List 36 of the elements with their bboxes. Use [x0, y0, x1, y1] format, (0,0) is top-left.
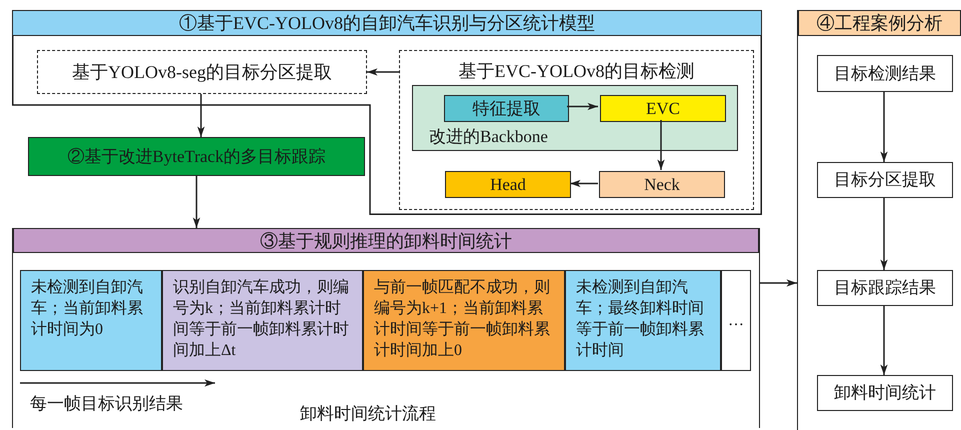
panel: [12, 228, 760, 428]
table-cell: 未检测到自卸汽车；当前卸料累计时间为0: [20, 270, 162, 371]
arrow: [570, 180, 598, 188]
table-cell: …: [721, 270, 751, 371]
arrow: [760, 279, 797, 287]
process-box: Neck: [599, 171, 725, 198]
panel-title: ①基于EVC-YOLOv8的自卸汽车识别与分区统计模型: [12, 10, 762, 36]
process-box: EVC: [600, 95, 726, 122]
arrow: [880, 306, 888, 375]
process-box: 目标分区提取: [817, 162, 953, 198]
group-title: 改进的Backbone: [429, 126, 548, 148]
process-box: Head: [445, 171, 571, 198]
arrow: [567, 102, 598, 110]
process-box: 目标跟踪结果: [817, 270, 953, 306]
arrow: [367, 68, 399, 76]
process-box: 卸料时间统计: [817, 375, 953, 411]
process-box: 特征提取: [444, 95, 569, 122]
process-box: 目标检测结果: [817, 55, 953, 92]
dashed-box: 基于YOLOv8-seg的目标分区提取: [37, 50, 367, 94]
arrow: [197, 94, 205, 137]
group-box: [412, 85, 738, 151]
panel-title: ③基于规则推理的卸料时间统计: [13, 228, 759, 253]
panel: [797, 10, 961, 430]
table-cell: 未检测到自卸汽车；最终卸料时间等于前一帧卸料累计时间: [565, 270, 721, 371]
group-title: 基于EVC-YOLOv8的目标检测: [458, 60, 696, 83]
caption-text: 卸料时间统计流程: [300, 403, 436, 425]
dashed-group-box: [399, 50, 754, 210]
table-cell: 与前一帧匹配不成功，则编号为k+1；当前卸料累计时间等于前一帧卸料累计时间加上0: [363, 270, 565, 371]
arrow: [192, 176, 200, 228]
process-box: ②基于改进ByteTrack的多目标跟踪: [28, 137, 365, 176]
arrow: [880, 198, 888, 270]
arrow: [657, 120, 665, 170]
axis-label: 每一帧目标识别结果: [30, 393, 183, 415]
table-cell: 识别自卸汽车成功，则编号为k；当前卸料累计时间等于前一帧卸料累计时间加上Δt: [162, 270, 363, 371]
panel-title: ④工程案例分析: [798, 10, 961, 36]
arrow: [880, 92, 888, 162]
